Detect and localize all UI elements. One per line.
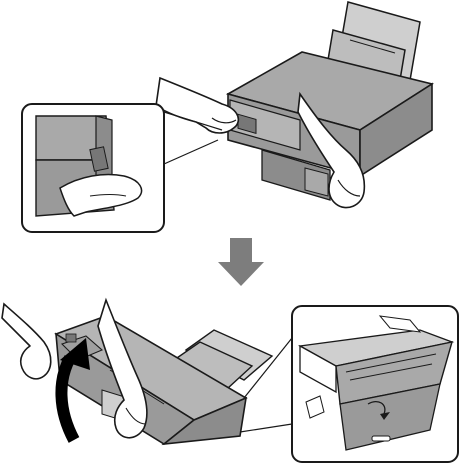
- printer-body-top: [225, 51, 435, 201]
- left-hand-2: [1, 302, 52, 380]
- detail-inset-1: [21, 103, 165, 233]
- detail-inset-2: [291, 305, 459, 463]
- callout-line-2-lower: [239, 423, 293, 433]
- callout-line-2-upper: [243, 337, 293, 399]
- rotate-arrow-icon: [55, 338, 90, 443]
- right-hand-2: [97, 297, 148, 439]
- left-hand: [155, 76, 240, 134]
- down-arrow-icon: [218, 238, 264, 286]
- paper-support-2: [172, 329, 274, 389]
- callout-line-lower: [163, 139, 219, 165]
- callout-line-upper: [163, 111, 223, 131]
- step-1-scene: [21, 1, 435, 233]
- right-hand: [297, 91, 366, 209]
- step-2-scene: [1, 297, 459, 463]
